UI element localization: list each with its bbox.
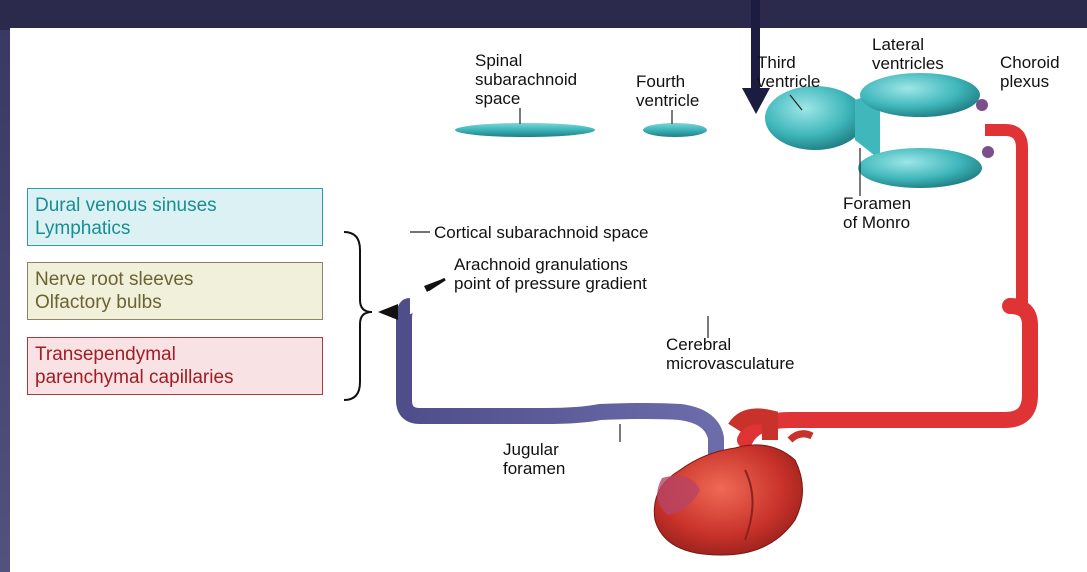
label-arachnoid-granulations: Arachnoid granulations point of pressure… xyxy=(454,255,647,293)
label-choroid-plexus: Choroid plexus xyxy=(1000,53,1064,91)
legend-dural-lymphatics: Dural venous sinuses Lymphatics xyxy=(27,188,323,246)
grouping-brace xyxy=(344,232,372,400)
legend-nerve-line-1: Nerve root sleeves xyxy=(35,268,316,291)
legend-nerve-olfactory: Nerve root sleeves Olfactory bulbs xyxy=(27,262,323,320)
legend-trans-line-2: parenchymal capillaries xyxy=(35,366,316,389)
label-cerebral-microvasculature: Cerebral microvasculature xyxy=(666,335,795,373)
label-spinal: Spinal subarachnoid space xyxy=(475,51,582,108)
label-cortical-subarachnoid: Cortical subarachnoid space xyxy=(434,223,649,242)
label-jugular-foramen: Jugular foramen xyxy=(503,440,565,478)
label-foramen-of-monro: Foramen of Monro xyxy=(843,194,916,232)
label-lateral-ventricles: Lateral ventricles xyxy=(872,35,944,73)
legend-trans-line-1: Transependymal xyxy=(35,343,316,366)
label-third-ventricle: Third ventricle xyxy=(757,53,820,91)
label-fourth-ventricle: Fourth ventricle xyxy=(636,72,699,110)
legend-nerve-line-2: Olfactory bulbs xyxy=(35,291,316,314)
legend-dural-line-2: Lymphatics xyxy=(35,217,316,240)
bracket-arrow xyxy=(378,304,398,320)
heart xyxy=(654,416,812,555)
legend-dural-line-1: Dural venous sinuses xyxy=(35,194,316,217)
legend-transependymal: Transependymal parenchymal capillaries xyxy=(27,337,323,395)
arterial-supply-vessel xyxy=(745,306,1030,440)
